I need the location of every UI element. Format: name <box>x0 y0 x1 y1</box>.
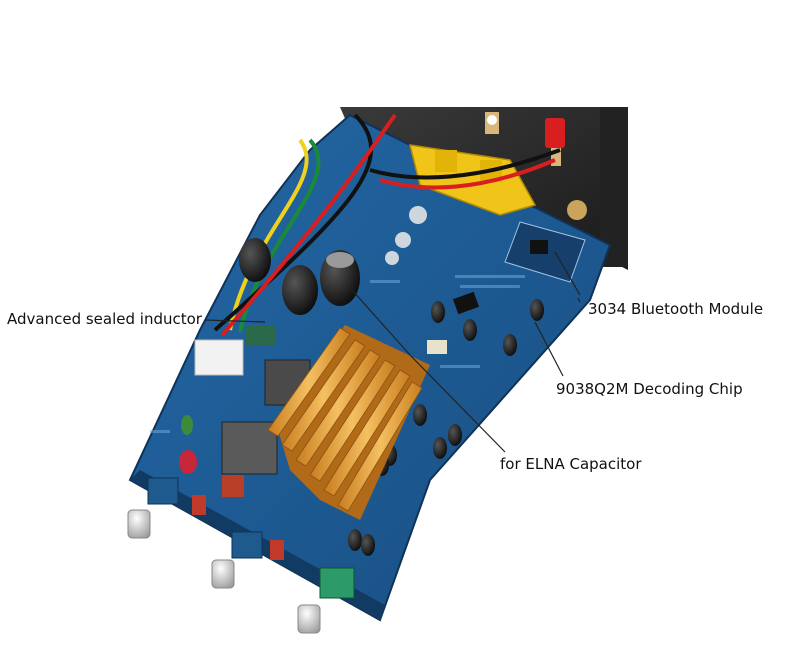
callout-inductor: Advanced sealed inductor <box>7 310 202 328</box>
wire-bundle <box>213 113 561 337</box>
binding-posts <box>485 112 587 220</box>
capacitors <box>179 206 544 556</box>
wire-connector <box>194 339 244 376</box>
callout-decoding-chip: 9038Q2M Decoding Chip <box>556 380 743 398</box>
heatsink <box>267 325 430 520</box>
decoding-chip <box>427 291 480 354</box>
bluetooth-module <box>504 221 586 283</box>
knob-icon <box>127 509 321 634</box>
callout-lines <box>204 251 581 453</box>
callout-capacitor: for ELNA Capacitor <box>500 455 642 473</box>
callout-bluetooth-module: 3034 Bluetooth Module <box>588 300 764 318</box>
potentiometers <box>147 475 355 599</box>
